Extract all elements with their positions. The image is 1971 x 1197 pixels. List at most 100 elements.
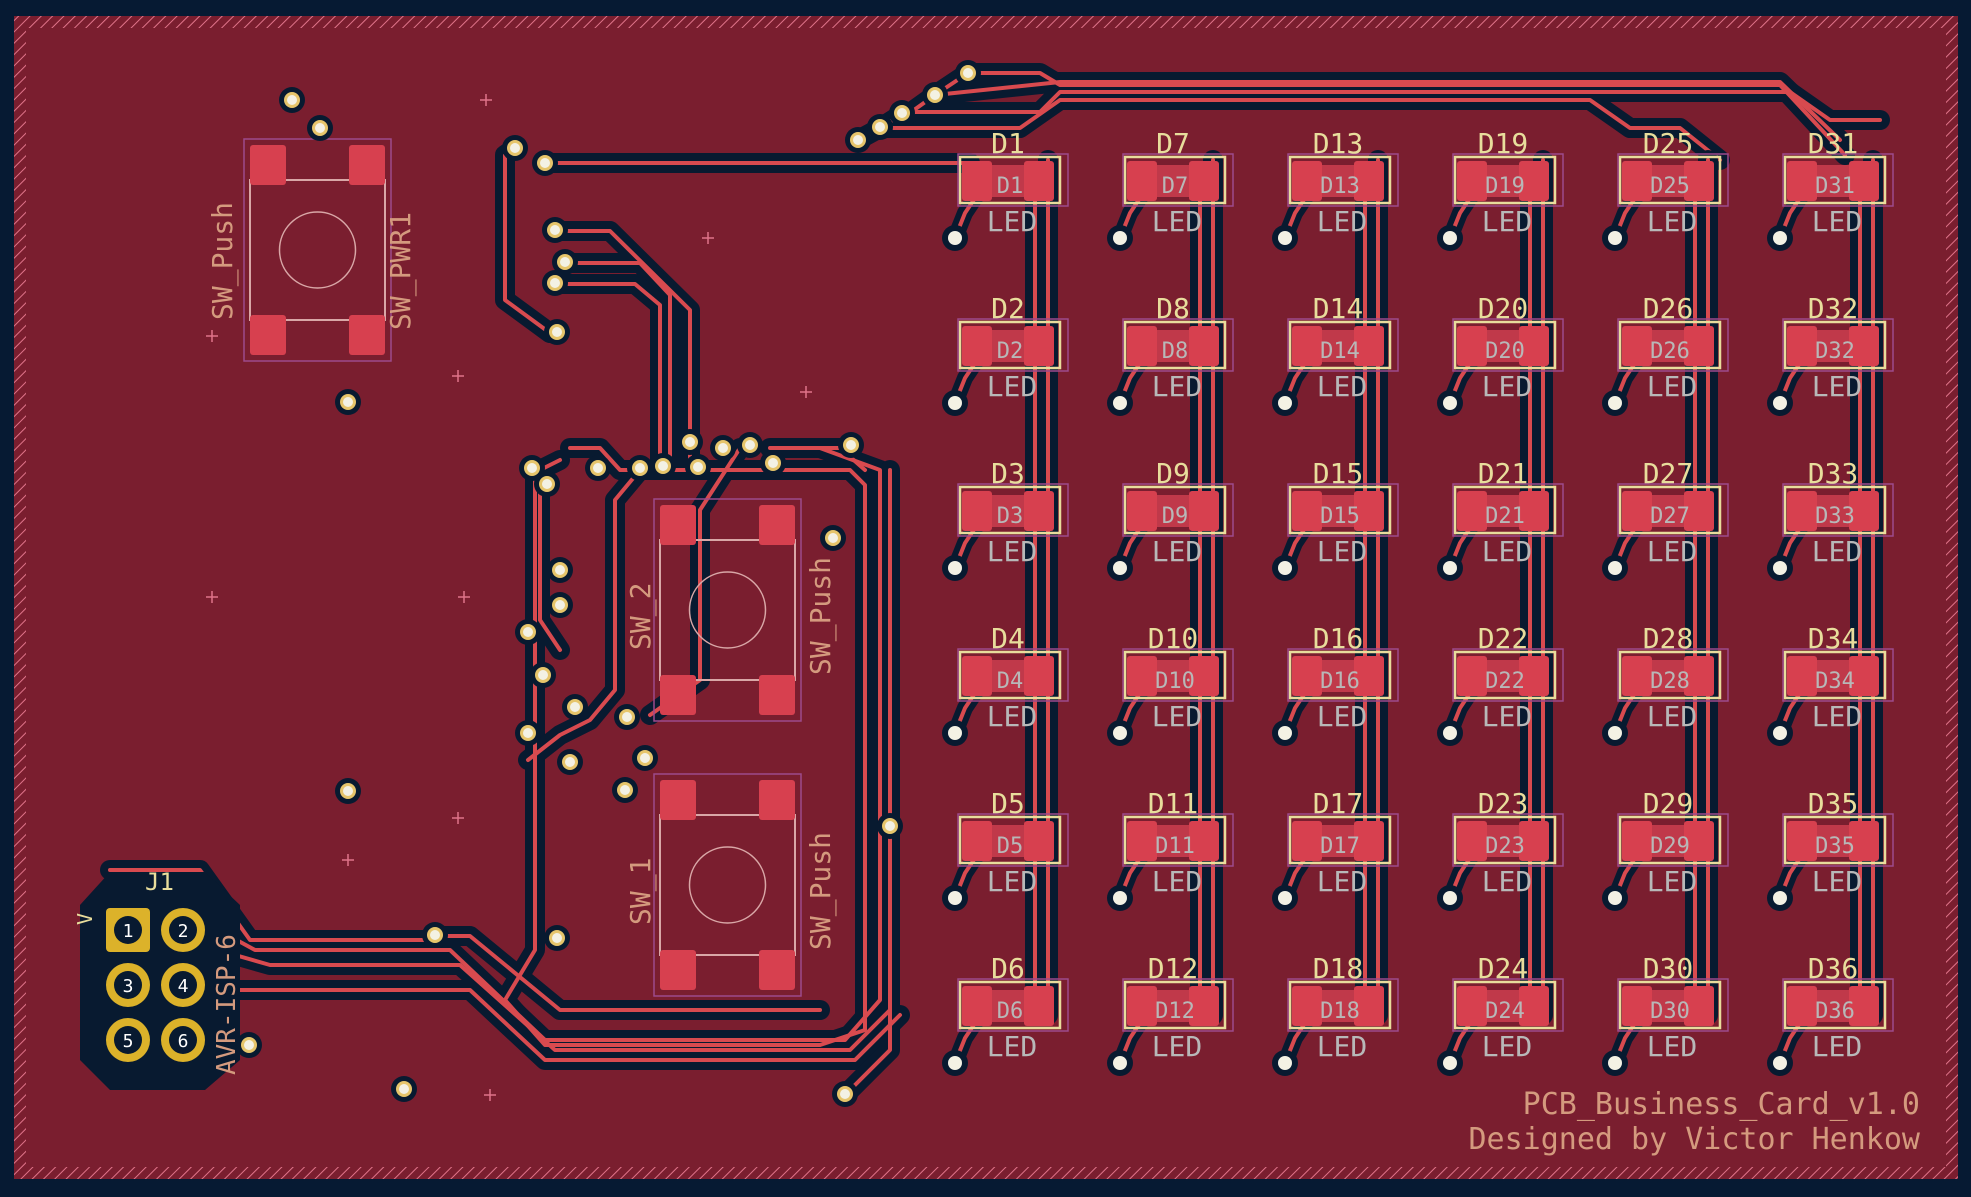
led-pad-1 (1787, 161, 1817, 201)
led-body (992, 990, 1024, 1022)
via (1773, 561, 1787, 575)
led-body (1817, 990, 1849, 1022)
led-pad-2 (1849, 656, 1879, 696)
led-ref-label: D27 (1643, 457, 1694, 490)
connector-pin-number: 2 (178, 921, 189, 942)
led-courtyard (1452, 483, 1564, 537)
led-courtyard (957, 483, 1069, 537)
led-ref-label: D8 (1156, 292, 1190, 325)
led-value-label: LED (1482, 700, 1533, 733)
led-pad-1 (962, 986, 992, 1026)
led-body (1817, 330, 1849, 362)
led-pad-1 (1457, 161, 1487, 201)
switch-courtyard (653, 498, 802, 722)
led-ref-label: D3 (991, 457, 1025, 490)
connector-pin-drill (169, 971, 197, 999)
led-pad-2 (1849, 821, 1879, 861)
via-drill (745, 440, 755, 450)
led-ref-label: D34 (1808, 622, 1859, 655)
via-drill (287, 95, 297, 105)
via (1443, 726, 1457, 740)
switch-pad (660, 675, 696, 715)
via-drill (550, 225, 560, 235)
led-courtyard (1287, 978, 1399, 1032)
led-pad-1 (1127, 161, 1157, 201)
connector-pin: 5 (106, 1018, 150, 1062)
led-pad-1 (1787, 821, 1817, 861)
led-fab-label: D23 (1485, 834, 1525, 859)
led-courtyard (1122, 318, 1234, 372)
led-body (992, 660, 1024, 692)
switch-ref-label: SW_2 (624, 583, 658, 650)
led-pad-1 (1787, 986, 1817, 1026)
led-courtyard (1782, 648, 1894, 702)
switch-pad (759, 505, 795, 545)
led-pad-2 (1684, 656, 1714, 696)
switch-actuator (688, 571, 767, 649)
switch-pad (759, 675, 795, 715)
led-fab-label: D5 (997, 834, 1024, 859)
led-silkscreen (1288, 980, 1392, 1030)
connector-pin: 3 (106, 963, 150, 1007)
led-silkscreen (958, 980, 1062, 1030)
led-courtyard (957, 318, 1069, 372)
led-body (1487, 495, 1519, 527)
led-body (1652, 660, 1684, 692)
via (948, 396, 962, 410)
led-fab-label: D21 (1485, 504, 1525, 529)
led-ref-label: D29 (1643, 787, 1694, 820)
switch-pad (660, 505, 696, 545)
led-value-label: LED (1317, 865, 1368, 898)
led-ref-label: D12 (1148, 952, 1199, 985)
led-courtyard (1617, 153, 1729, 207)
led-pad-1 (1622, 986, 1652, 1026)
connector-pin-number: 1 (123, 921, 134, 942)
via (1443, 561, 1457, 575)
led-value-label: LED (987, 370, 1038, 403)
led-ref-label: D22 (1478, 622, 1529, 655)
connector-pin-number: 4 (178, 976, 189, 997)
led-pad-2 (1519, 326, 1549, 366)
switch-value-label: SW_Push (206, 202, 240, 320)
led-pad-2 (1189, 821, 1219, 861)
led-pad-2 (1519, 656, 1549, 696)
led-body (1157, 660, 1189, 692)
via (1278, 1056, 1292, 1070)
led-body (1322, 165, 1354, 197)
led-value-label: LED (1812, 1030, 1863, 1063)
led-pad-2 (1684, 986, 1714, 1026)
led-value-label: LED (987, 700, 1038, 733)
led-pad-2 (1684, 161, 1714, 201)
led-value-label: LED (1317, 700, 1368, 733)
led-silkscreen (1453, 155, 1557, 205)
led-pad-1 (962, 326, 992, 366)
designer-credit: Designed by Victor Henkow (1468, 1122, 1920, 1157)
led-courtyard (1782, 318, 1894, 372)
connector-value: AVR-ISP-6 (212, 934, 242, 1075)
led-fab-label: D17 (1320, 834, 1360, 859)
led-fab-label: D27 (1650, 504, 1690, 529)
via-drill (244, 1040, 254, 1050)
led-body (1817, 165, 1849, 197)
led-courtyard (957, 978, 1069, 1032)
led-pad-1 (1622, 161, 1652, 201)
led-courtyard (1617, 813, 1729, 867)
switch-actuator (278, 211, 357, 289)
led-value-label: LED (1647, 1030, 1698, 1063)
led-fab-label: D30 (1650, 999, 1690, 1024)
via (1773, 1056, 1787, 1070)
led-silkscreen (1288, 485, 1392, 535)
via (1113, 1056, 1127, 1070)
led-ref-label: D23 (1478, 787, 1529, 820)
